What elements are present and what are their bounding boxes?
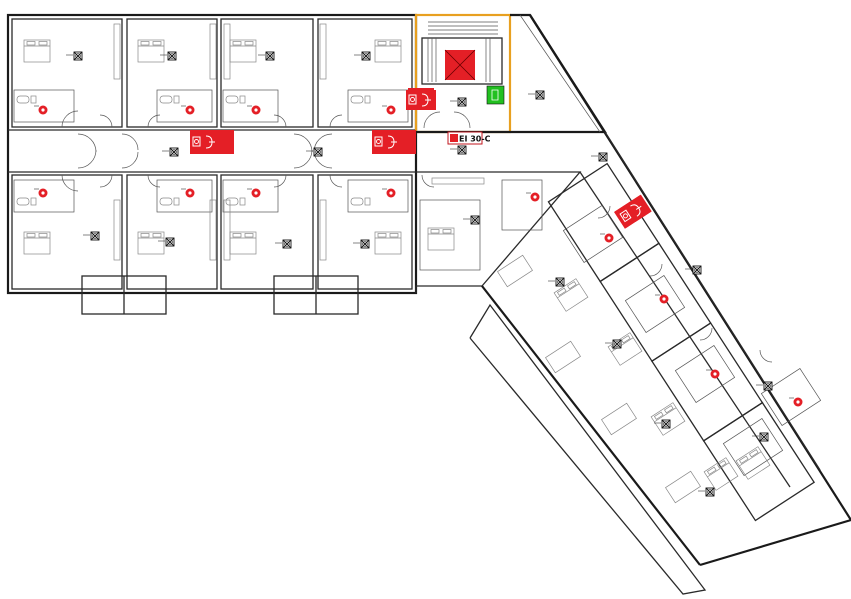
sprinkler-heads (33, 105, 803, 407)
emergency-exit-sign (486, 85, 505, 105)
stair-core (414, 13, 512, 134)
smoke-detectors (65, 51, 773, 497)
fire-equipment-panels (189, 88, 652, 229)
angled-rooms (547, 162, 816, 522)
right-wing-outline (415, 13, 851, 595)
fire-zone-label: EI 30-C (447, 131, 491, 155)
angled-room-furniture (497, 205, 822, 504)
rooms-top-row (11, 18, 413, 128)
fire-zone-label-text: EI 30-C (459, 135, 491, 144)
rooms-bottom-row (11, 174, 435, 315)
